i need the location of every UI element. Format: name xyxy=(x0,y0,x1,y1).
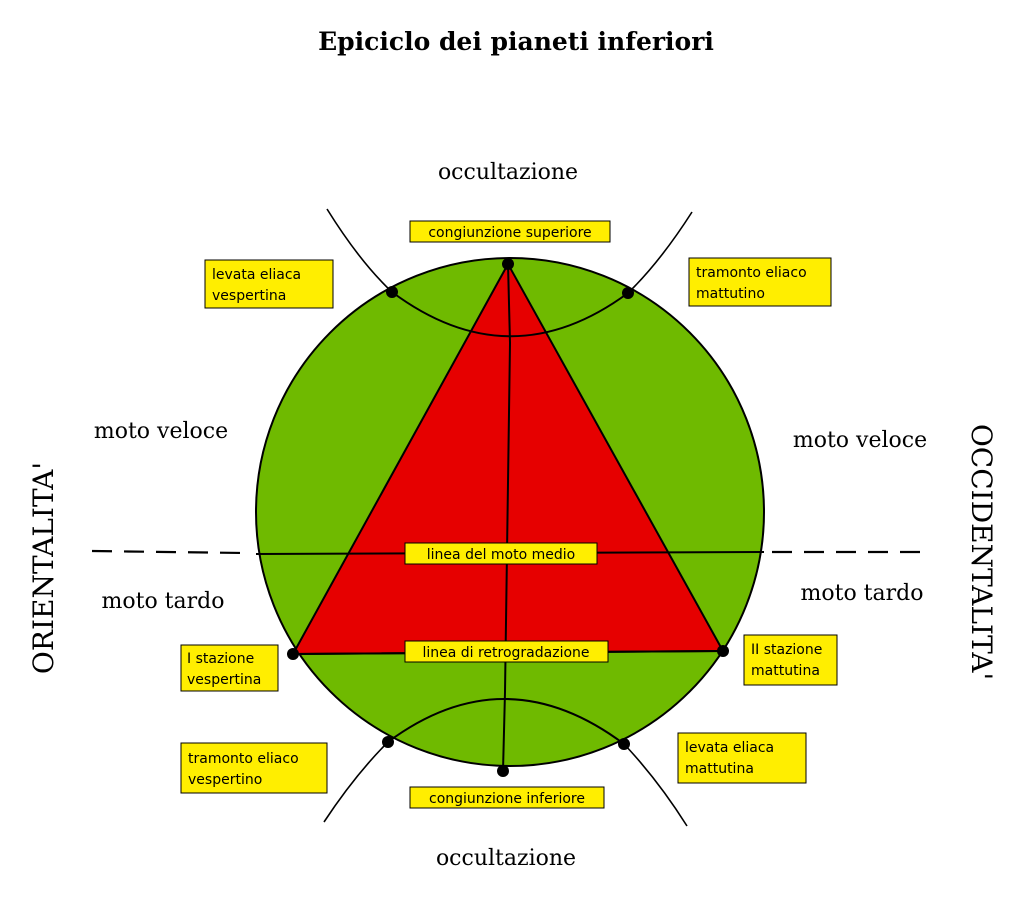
svg-text:II stazione: II stazione xyxy=(751,642,822,658)
point-heliacal-rising-morning xyxy=(618,738,630,750)
point-heliacal-setting-evening xyxy=(382,736,394,748)
point-heliacal-setting-morning xyxy=(622,287,634,299)
occidentality-label: OCCIDENTALITA' xyxy=(965,424,998,680)
top-occultation-arc xyxy=(391,291,629,338)
svg-text:linea di retrogradazione: linea di retrogradazione xyxy=(422,645,589,661)
left-dashed-line xyxy=(91,549,244,555)
svg-text:tramonto eliaco: tramonto eliaco xyxy=(188,751,299,767)
svg-text:vespertino: vespertino xyxy=(188,772,262,788)
point-conjunction-inferior xyxy=(497,765,509,777)
label-heliacal-rising-evening: levata eliaca vespertina xyxy=(204,259,334,309)
svg-text:levata eliaca: levata eliaca xyxy=(212,267,301,283)
svg-text:mattutina: mattutina xyxy=(751,663,820,679)
orientality-label: ORIENTALITA' xyxy=(27,462,60,674)
svg-text:congiunzione inferiore: congiunzione inferiore xyxy=(429,791,585,807)
label-mean-motion-line: linea del moto medio xyxy=(404,542,598,565)
label-heliacal-rising-morning: levata eliaca mattutina xyxy=(677,732,807,784)
svg-text:vespertina: vespertina xyxy=(212,288,286,304)
point-second-station xyxy=(717,645,729,657)
left-slow-motion-label: moto tardo xyxy=(102,589,225,614)
label-first-station: I stazione vespertina xyxy=(180,644,279,692)
bottom-occultation-label: occultazione xyxy=(436,846,576,871)
label-second-station: II stazione mattutina xyxy=(743,634,838,686)
left-fast-motion-label: moto veloce xyxy=(94,419,228,444)
svg-text:levata eliaca: levata eliaca xyxy=(685,740,774,756)
bottom-left-outer-curve xyxy=(323,741,389,823)
svg-text:mattutina: mattutina xyxy=(685,761,754,777)
svg-text:congiunzione superiore: congiunzione superiore xyxy=(428,225,591,241)
svg-text:linea del moto medio: linea del moto medio xyxy=(427,547,575,563)
svg-text:mattutino: mattutino xyxy=(696,286,765,302)
bottom-right-outer-curve xyxy=(623,743,688,827)
point-conjunction-superior xyxy=(502,258,514,270)
label-conjunction-inferior: congiunzione inferiore xyxy=(409,786,605,809)
label-conjunction-superior: congiunzione superiore xyxy=(409,220,611,243)
point-first-station xyxy=(287,648,299,660)
vertical-axis xyxy=(502,263,512,772)
label-retrograde-line: linea di retrogradazione xyxy=(404,640,609,663)
svg-text:vespertina: vespertina xyxy=(187,672,261,688)
label-heliacal-setting-evening: tramonto eliaco vespertino xyxy=(180,742,328,794)
right-slow-motion-label: moto tardo xyxy=(801,581,924,606)
svg-text:tramonto eliaco: tramonto eliaco xyxy=(696,265,807,281)
top-occultation-label: occultazione xyxy=(438,160,578,185)
top-left-outer-curve xyxy=(326,208,393,293)
right-fast-motion-label: moto veloce xyxy=(793,428,927,453)
point-heliacal-rising-evening xyxy=(386,286,398,298)
top-right-outer-curve xyxy=(627,211,693,294)
diagram-title: Epiciclo dei pianeti inferiori xyxy=(318,27,714,56)
label-heliacal-setting-morning: tramonto eliaco mattutino xyxy=(688,257,832,307)
bottom-occultation-arc xyxy=(387,698,625,745)
svg-text:I stazione: I stazione xyxy=(187,651,254,667)
